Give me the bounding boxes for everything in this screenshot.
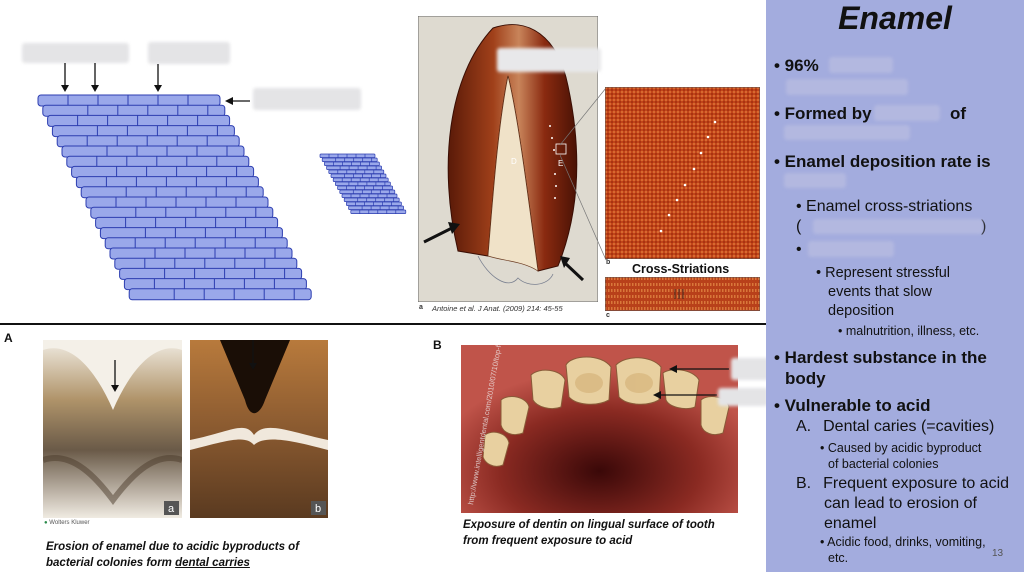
citation: Antoine et al. J Anat. (2009) 214: 45-55 — [432, 304, 563, 313]
enamel-rod — [114, 257, 298, 270]
hidden-label-dentin — [731, 358, 771, 380]
cross-striation-closeup — [605, 87, 760, 259]
enamel-rod — [51, 125, 235, 138]
enamel-rod — [326, 165, 382, 170]
enamel-rods — [37, 94, 312, 301]
bullet-deposition: • Enamel deposition rate is — [774, 152, 991, 171]
figure-a-caption-line2: bacterial colonies form dental carries — [46, 555, 299, 571]
figure-b-caption-line2: from frequent exposure to acid — [463, 535, 633, 547]
panel-title: Enamel — [838, 0, 952, 36]
enamel-rod — [61, 145, 245, 158]
erosion-photo-b: b — [190, 340, 328, 518]
panel-c-label: c — [606, 312, 610, 319]
bullet-malnutrition: • malnutrition, illness, etc. — [838, 324, 980, 338]
section-a-label: A — [4, 331, 13, 345]
hidden-label-micrograph — [497, 48, 601, 72]
hidden-deposition — [784, 173, 846, 188]
enamel-rod — [95, 216, 279, 229]
cross-striation-strip — [605, 277, 760, 311]
bullet-formed-by-suffix: of — [950, 104, 967, 123]
hidden-composition-1 — [829, 57, 893, 73]
sub-b-label: b — [315, 503, 321, 515]
publisher-icon: ● — [44, 520, 48, 526]
section-divider — [0, 323, 766, 325]
enamel-rod — [80, 186, 264, 199]
hidden-composition-2 — [786, 79, 908, 95]
enamel-rod — [104, 237, 288, 250]
enamel-rod — [324, 161, 380, 166]
enamel-rod — [321, 157, 378, 162]
enamel-rod — [346, 201, 402, 206]
hidden-term — [808, 241, 894, 257]
enamel-rod — [37, 94, 221, 107]
label-e: E — [558, 159, 563, 168]
bullet-acidic-byproduct: • Caused by acidic byproduct of bacteria… — [820, 441, 982, 471]
figure-a-caption: Erosion of enamel due to acidic byproduc… — [46, 539, 299, 571]
hidden-formed-by-2 — [784, 125, 910, 140]
cross-striations-heading: Cross-Striations — [632, 262, 730, 276]
figure-a-caption-pre: bacterial colonies form — [46, 557, 176, 569]
hidden-label-enamel — [718, 388, 768, 406]
enamel-rod — [339, 189, 396, 194]
bullet-stressful-events: • Represent stressful events that slow d… — [816, 265, 951, 319]
enamel-rod — [341, 193, 398, 198]
enamel-rod — [56, 135, 240, 148]
enamel-rod — [332, 177, 389, 182]
publisher-logo: ● Wolters Kluwer — [44, 520, 90, 526]
hidden-cross-striations — [813, 219, 983, 234]
enamel-rod — [75, 176, 259, 189]
enamel-rod — [343, 197, 400, 202]
bullet-cross-striations: • Enamel cross-striations () — [796, 198, 987, 235]
publisher-name: Wolters Kluwer — [49, 520, 90, 526]
enamel-rod — [99, 227, 283, 240]
panel-a-label: a — [419, 304, 423, 311]
section-b-label: B — [433, 338, 442, 352]
figure-b-caption-line1: Exposure of dentin on lingual surface of… — [463, 519, 715, 531]
bullet-hardest: • Hardest substance in the body — [774, 348, 987, 388]
figure-a-caption-underline: dental carries — [175, 557, 250, 569]
hidden-label-1 — [22, 43, 129, 63]
label-d: D — [511, 157, 517, 166]
hidden-label-2 — [148, 42, 230, 64]
sub-a-label: a — [168, 503, 175, 515]
bullet-acidic-food: • Acidic food, drinks, vomiting, etc. — [820, 535, 986, 565]
zoom-lines — [560, 87, 607, 261]
bullet-hidden-term: • — [796, 241, 802, 258]
hidden-formed-by-1 — [874, 105, 940, 121]
bullet-vulnerable: • Vulnerable to acid — [774, 396, 931, 415]
enamel-rod-diagram — [37, 63, 407, 301]
enamel-rod — [319, 153, 376, 158]
enamel-rod — [335, 181, 391, 186]
panel-b-label: b — [606, 259, 611, 266]
bullet-composition: • 96% — [774, 56, 819, 75]
enamel-rod — [85, 196, 269, 209]
enamel-rod — [330, 173, 387, 178]
enamel-rod — [328, 169, 385, 174]
enamel-rod — [71, 165, 255, 178]
item-dental-caries: A.Dental caries (=cavities) — [796, 418, 995, 435]
enamel-rod — [47, 114, 231, 127]
enamel-rod — [350, 209, 407, 214]
figure-b-caption: Exposure of dentin on lingual surface of… — [463, 517, 715, 549]
item-frequent-exposure: B.Frequent exposure to acid can lead to … — [796, 475, 1010, 532]
enamel-rod — [90, 206, 274, 219]
enamel-rod — [42, 104, 226, 117]
enamel-rod — [66, 155, 250, 168]
page-number: 13 — [992, 548, 1004, 559]
enamel-rod — [119, 267, 303, 280]
dentin-exposure-photo: http://www.intelligentdental.com/2010/07… — [461, 345, 738, 513]
erosion-photo-a: a — [43, 340, 182, 518]
enamel-rod — [123, 278, 307, 291]
enamel-rod — [337, 185, 393, 190]
figure-a-caption-line1: Erosion of enamel due to acidic byproduc… — [46, 541, 300, 553]
enamel-rods-small — [319, 153, 407, 214]
enamel-rod — [348, 205, 404, 210]
enamel-rod — [109, 247, 293, 260]
enamel-rod — [128, 288, 312, 301]
hidden-label-3 — [253, 88, 361, 110]
